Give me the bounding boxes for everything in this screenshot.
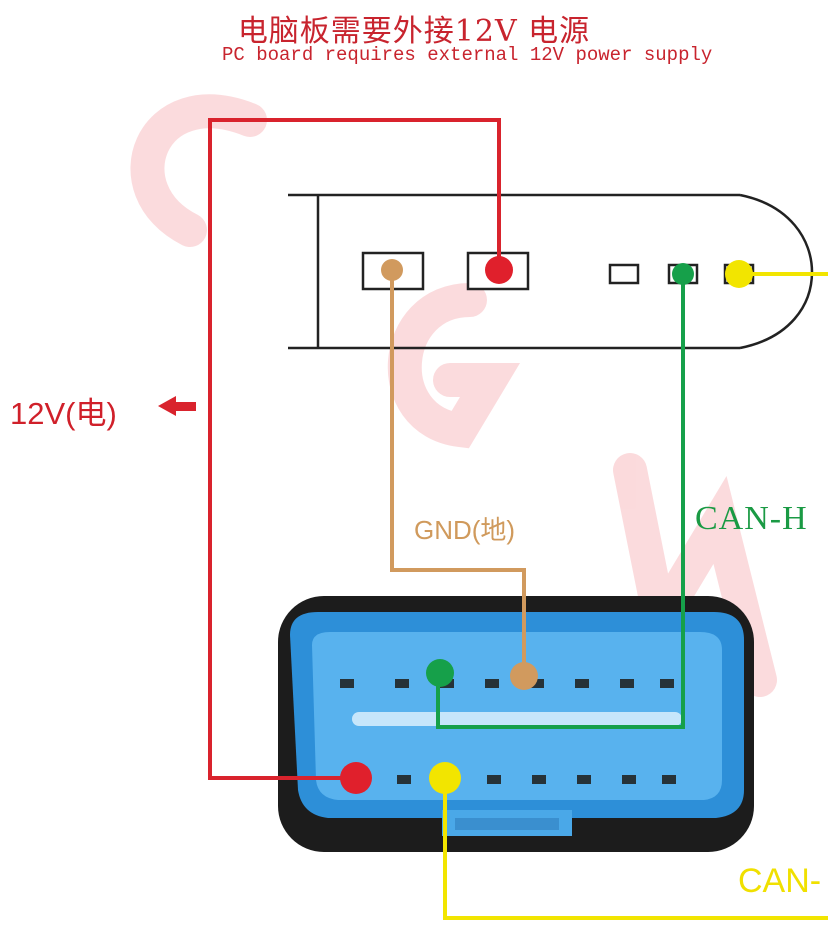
title-english: PC board requires external 12V power sup…: [222, 44, 713, 66]
can-high-obd-dot: [426, 659, 454, 687]
power-wire: [208, 118, 513, 794]
watermark: [130, 94, 777, 697]
ground-board-dot: [381, 259, 403, 281]
power-obd-dot: [340, 762, 372, 794]
small-pad: [608, 263, 640, 285]
ground-wire: [381, 259, 538, 690]
power-board-dot: [485, 256, 513, 284]
can-low-wire: [429, 260, 828, 920]
can-low-board-dot: [725, 260, 753, 288]
ground-label: GND(地): [414, 515, 516, 545]
title-chinese: 电脑板需要外接12V 电源: [237, 14, 591, 49]
pc-board: [288, 193, 814, 350]
can-high-board-dot: [672, 263, 694, 285]
obd-connector: [278, 596, 754, 852]
power-arrow: [158, 396, 196, 416]
can-high-wire: [426, 263, 694, 729]
ground-obd-dot: [510, 662, 538, 690]
can-high-label: CAN-H: [695, 500, 808, 537]
can-low-obd-dot: [429, 762, 461, 794]
power-12v-label: 12V(电): [10, 396, 117, 431]
can-low-label: CAN-: [738, 862, 822, 900]
